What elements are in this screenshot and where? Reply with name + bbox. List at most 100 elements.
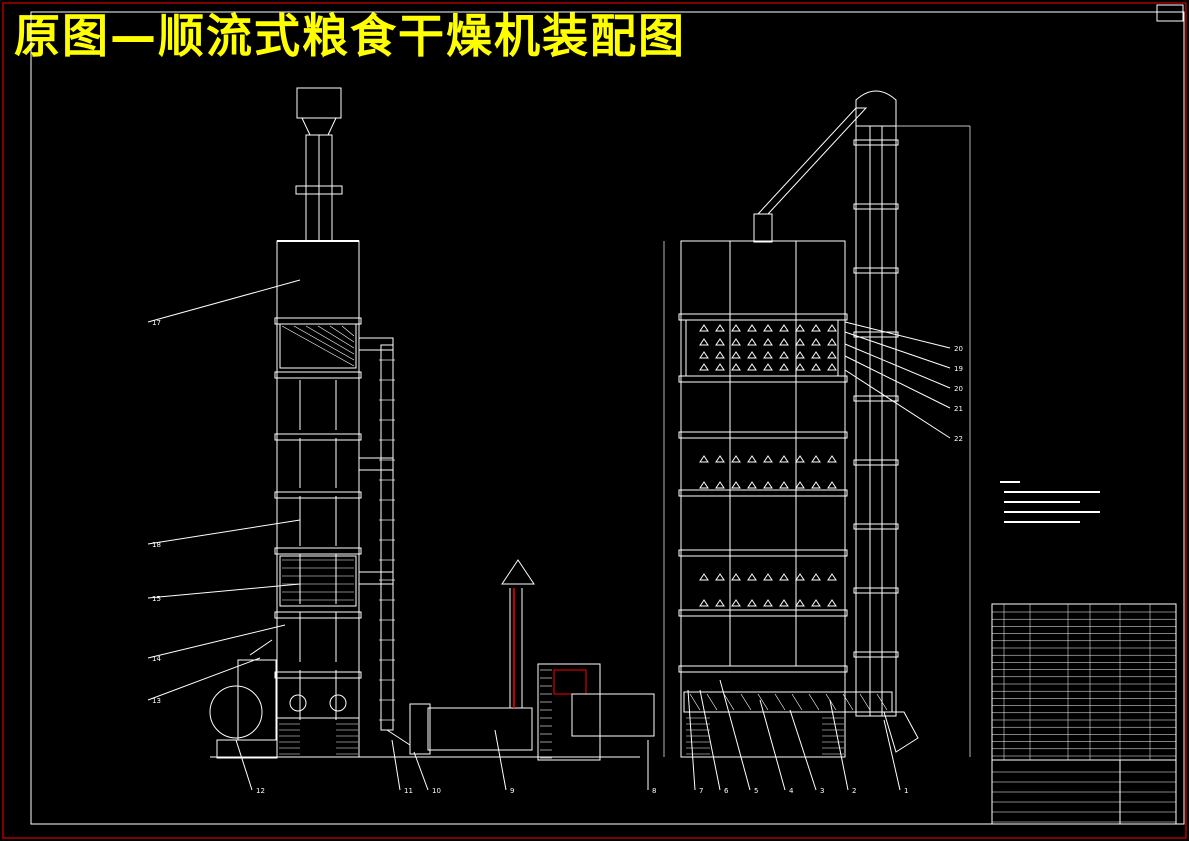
callout-leader (391, 739, 401, 791)
left-dryer-tower (209, 87, 411, 759)
blower-fan (209, 685, 263, 739)
chimney-head (296, 87, 342, 119)
section-flange (274, 371, 362, 379)
elevator-flange (853, 459, 899, 466)
callout-leader (147, 519, 301, 545)
bucket-elevator (855, 125, 897, 717)
air-channel (811, 573, 821, 581)
air-channel (795, 324, 805, 332)
air-channel (747, 363, 757, 371)
callout-leader (147, 279, 301, 323)
section-flange (274, 547, 362, 555)
air-channel (747, 599, 757, 607)
stack-cap (501, 559, 535, 585)
callout-leader (147, 624, 286, 659)
callout-number: 14 (152, 655, 161, 663)
air-channel (763, 599, 773, 607)
air-channel (779, 363, 789, 371)
air-channel (715, 599, 725, 607)
hopper-hatch (305, 325, 355, 355)
section-flange (274, 491, 362, 499)
elevator-head (855, 90, 897, 126)
elevator-flange (853, 651, 899, 658)
section-flange (274, 611, 362, 619)
callout-leader (719, 679, 751, 791)
duct-branch (358, 457, 394, 471)
air-channel (811, 338, 821, 346)
air-channel (699, 363, 709, 371)
air-channel (827, 599, 837, 607)
air-channel (779, 455, 789, 463)
screw-flight (774, 693, 786, 711)
air-channel (779, 351, 789, 359)
air-channel (811, 455, 821, 463)
air-channel (731, 363, 741, 371)
screw-flight (723, 693, 735, 711)
inner-border (30, 11, 1185, 825)
discharge-chute (883, 711, 919, 753)
air-channel (827, 455, 837, 463)
chimney-flange (295, 185, 343, 195)
air-channel (795, 455, 805, 463)
air-channel (715, 338, 725, 346)
callout-leader (789, 709, 817, 791)
air-channel (811, 351, 821, 359)
air-channel (699, 338, 709, 346)
section-flange (274, 671, 362, 679)
screw-flight (706, 693, 718, 711)
air-channel (731, 455, 741, 463)
callout-leader (883, 719, 901, 791)
air-channel (715, 455, 725, 463)
hopper-hatch (317, 325, 355, 349)
callout-leader (844, 331, 951, 369)
corner-box (1156, 4, 1184, 22)
callout-leader (829, 699, 849, 791)
callout-number: 15 (152, 595, 161, 603)
callout-number: 22 (954, 435, 963, 443)
callout-number: 17 (152, 319, 161, 327)
air-channel (731, 351, 741, 359)
callout-number: 10 (432, 787, 441, 795)
elevator-flange (853, 267, 899, 274)
callout-leader (699, 689, 721, 791)
screw-flight (740, 693, 752, 711)
air-channel (779, 573, 789, 581)
air-channel (715, 363, 725, 371)
technical-notes (1000, 481, 1100, 523)
section-flange (274, 317, 362, 325)
section-flange (678, 489, 848, 497)
exchanger-door (553, 669, 587, 695)
duct-elbow (386, 729, 411, 746)
air-channel (763, 455, 773, 463)
air-channel (779, 338, 789, 346)
air-channel (747, 351, 757, 359)
air-channel (747, 338, 757, 346)
hopper-hatch (293, 325, 355, 361)
callout-number: 9 (510, 787, 514, 795)
elevator-flange (853, 523, 899, 530)
screw-flight (808, 693, 820, 711)
section-flange (678, 375, 848, 383)
air-channel (731, 573, 741, 581)
screw-flight (859, 693, 871, 711)
air-channel (795, 351, 805, 359)
callout-leader (759, 699, 786, 791)
air-channel (763, 481, 773, 489)
callout-leader (844, 343, 951, 389)
section-flange (678, 665, 848, 673)
callout-number: 6 (724, 787, 729, 795)
air-channel (827, 363, 837, 371)
air-channel (827, 338, 837, 346)
air-channel (795, 338, 805, 346)
screw-flight (825, 693, 837, 711)
right-dryer-tower (663, 90, 971, 758)
hopper-hatch (341, 325, 355, 337)
air-channel (715, 351, 725, 359)
air-channel (811, 363, 821, 371)
callout-number: 19 (954, 365, 963, 373)
air-channel (795, 599, 805, 607)
screw-flight (757, 693, 769, 711)
